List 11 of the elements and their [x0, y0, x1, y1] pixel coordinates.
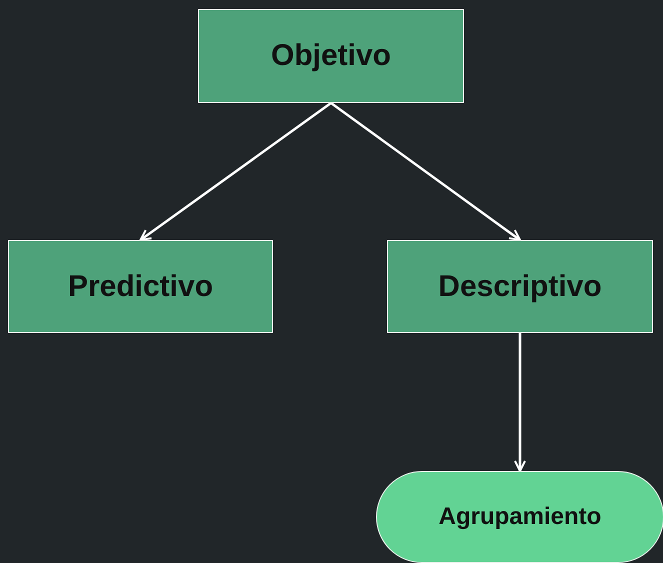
node-label: Predictivo: [68, 270, 214, 304]
process-box: [198, 9, 464, 103]
process-box: [387, 240, 653, 333]
arrow: [514, 333, 526, 472]
terminal-pill: [376, 471, 663, 563]
arrow: [330, 102, 521, 242]
node-label: Agrupamiento: [438, 503, 602, 531]
arrow: [140, 102, 332, 242]
node-label: Descriptivo: [438, 270, 602, 304]
node-label: Objetivo: [270, 39, 391, 73]
process-box: [8, 240, 273, 333]
